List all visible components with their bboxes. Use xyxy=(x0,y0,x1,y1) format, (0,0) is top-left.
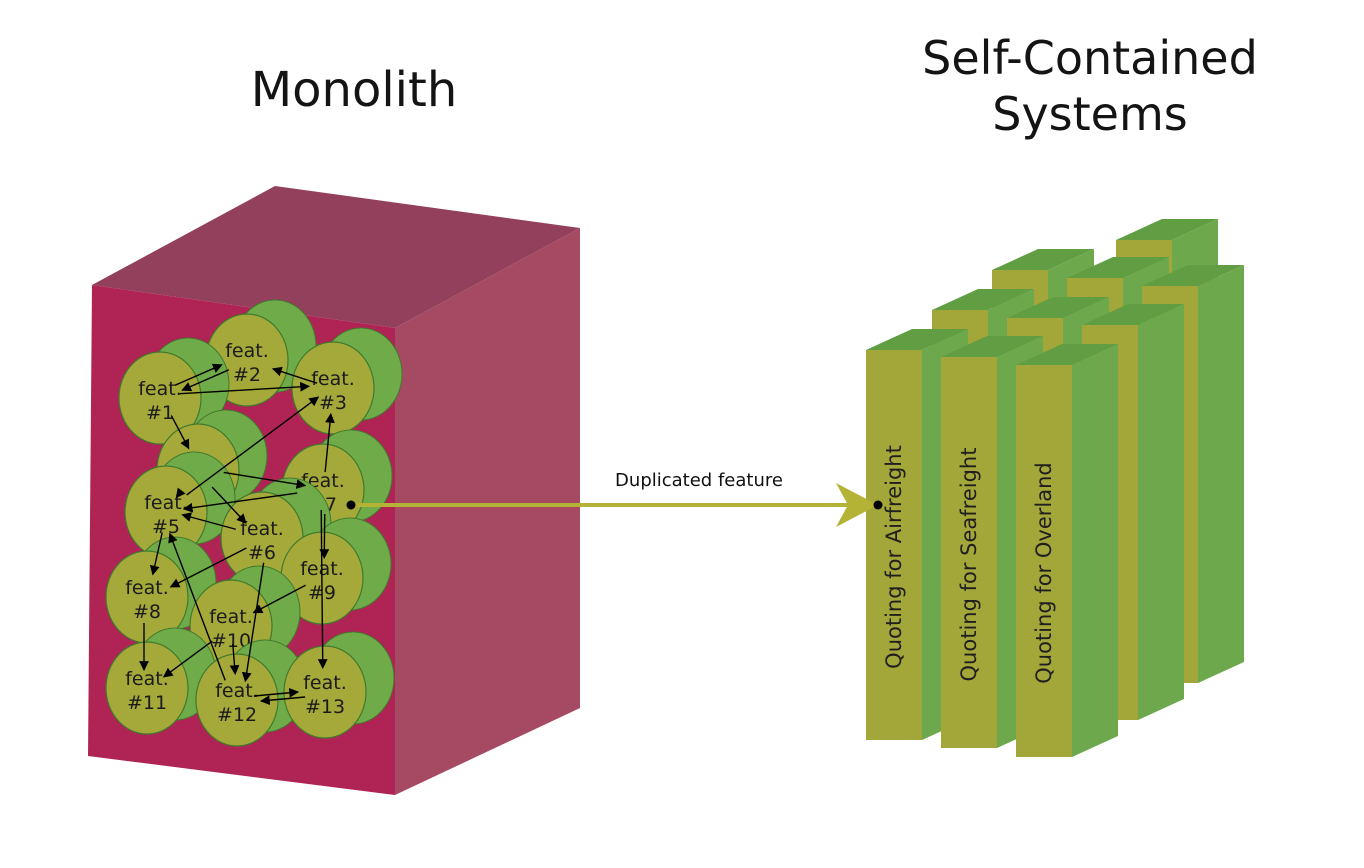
dependency-arrow-9-to-10 xyxy=(252,584,306,614)
dependency-arrow-5-to-8 xyxy=(149,532,163,576)
dependency-arrow-6-to-5 xyxy=(181,512,236,530)
dependency-arrow-12-to-5 xyxy=(168,532,226,681)
feature-label-line2: #8 xyxy=(133,601,161,623)
duplicated-feature-target-dot xyxy=(873,500,883,510)
system-column-3: Quoting for Overland xyxy=(1016,344,1118,757)
column-top-face xyxy=(1116,219,1218,240)
dependency-arrow-10-to-12 xyxy=(229,643,240,676)
feature-label-line2: #10 xyxy=(211,630,251,652)
dependency-arrow-13-to-12 xyxy=(259,695,306,706)
feature-label-line1: feat. xyxy=(215,680,259,702)
column-side-face xyxy=(1072,344,1118,757)
dependency-arrow-4-to-5 xyxy=(175,487,186,499)
column-top-face xyxy=(1142,265,1244,286)
dependency-arrow-3-to-2 xyxy=(271,366,318,384)
features-layer: feat.#2feat.#1feat.#3feat.feat.#7feat.#5… xyxy=(105,299,403,747)
dependency-arrow-1-to-4 xyxy=(170,415,190,450)
feature-9: feat.#9 xyxy=(280,517,392,625)
duplicated-feature-arrowhead xyxy=(836,483,878,527)
feature-label-line2: #11 xyxy=(127,692,167,714)
feature-11: feat.#11 xyxy=(105,627,217,735)
feature-label-line2: #3 xyxy=(319,392,347,414)
feature-label-line2: #1 xyxy=(146,402,174,424)
feature-label-line2: #12 xyxy=(217,704,257,726)
column-top-face xyxy=(866,329,968,350)
feature-face xyxy=(105,641,189,735)
dependency-arrow-1-to-3 xyxy=(179,381,311,395)
feature-label-line2: #5 xyxy=(152,516,180,538)
dependency-arrow-7-to-9 xyxy=(319,513,330,559)
system-label: Quoting for Overland xyxy=(1032,462,1056,683)
feature-label-line2: #13 xyxy=(305,696,345,718)
dependency-arrow-4-to-7 xyxy=(223,471,307,489)
feature-label-line1: feat. xyxy=(303,672,347,694)
duplicated-feature-link: Duplicated feature xyxy=(346,470,883,527)
dependency-arrow-10-to-11 xyxy=(162,640,213,678)
column-top-face xyxy=(1067,257,1169,278)
column-front-face xyxy=(866,350,922,740)
column-front-face xyxy=(1016,365,1072,757)
column-side-face xyxy=(1198,265,1244,683)
feature-label-line1: feat. xyxy=(209,606,253,628)
dependency-arrow-7-to-13 xyxy=(317,509,328,669)
dependency-arrow-7-to-3 xyxy=(324,412,335,473)
feature-label-line1: feat. xyxy=(311,368,355,390)
column-top-face xyxy=(1016,344,1118,365)
column-top-face xyxy=(932,289,1034,310)
system-label: Quoting for Seafreight xyxy=(957,448,981,682)
monolith-side-face xyxy=(395,228,580,795)
self-contained-systems-columns: Product Transit Time SimulatorQuoting fo… xyxy=(866,219,1244,757)
feature-label-line1: feat. xyxy=(125,577,169,599)
feature-label-line1: feat. xyxy=(225,340,269,362)
feature-label-line1: feat. xyxy=(138,378,182,400)
feature-7: feat.#7 xyxy=(281,429,393,537)
column-side-face xyxy=(1138,304,1184,720)
system-label: Quoting for Airfreight xyxy=(882,445,906,669)
dependency-arrow-4-to-6 xyxy=(211,486,247,524)
feature-label-line1: feat. xyxy=(144,492,188,514)
feature-3: feat.#3 xyxy=(291,327,403,435)
duplicated-feature-label: Duplicated feature xyxy=(615,470,783,491)
column-top-face xyxy=(1082,304,1184,325)
dependency-arrow-6-to-8 xyxy=(169,547,247,588)
dependency-arrows xyxy=(139,363,335,706)
monolith-title: Monolith xyxy=(250,62,458,118)
duplicated-feature-source-dot xyxy=(346,500,356,510)
feature-face xyxy=(118,351,202,445)
dependency-arrow-7-to-5 xyxy=(182,492,298,513)
feature-label-line1: feat. xyxy=(125,668,169,690)
column-front-face xyxy=(941,357,997,748)
feature-12: feat.#12 xyxy=(195,639,307,747)
column-top-face xyxy=(1007,297,1109,318)
dependency-arrow-6-to-12 xyxy=(241,562,265,683)
monolith-top-face xyxy=(92,186,580,328)
column-top-face xyxy=(941,336,1043,357)
self-contained-systems-title: Self-Contained Systems xyxy=(922,31,1258,141)
dependency-arrow-1-to-2 xyxy=(174,363,223,386)
feature-label-line2: #2 xyxy=(233,364,261,386)
dependency-arrow-5-to-3 xyxy=(186,396,320,496)
dependency-arrow-2-to-1 xyxy=(181,369,230,392)
feature-label-line1: feat. xyxy=(240,518,284,540)
feature-face xyxy=(283,645,367,739)
feature-13: feat.#13 xyxy=(283,631,395,739)
column-top-face xyxy=(992,249,1094,270)
feature-label-line2: #6 xyxy=(248,542,276,564)
